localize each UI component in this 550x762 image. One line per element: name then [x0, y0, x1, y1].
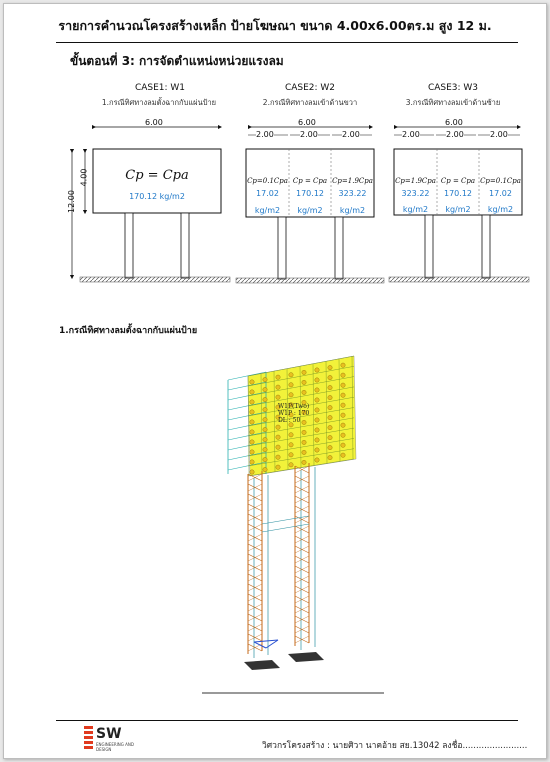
case2-formula-2: Cp = Cpa: [292, 177, 328, 185]
case3-subtitle: 3.กรณีทิศทางลมเข้าด้านซ้าย: [405, 98, 501, 107]
structural-model-render: [202, 355, 384, 694]
document-page: รายการคำนวณโครงสร้างเหล็ก ป้ายโฆษณา ขนาด…: [3, 3, 547, 759]
case2-seg2-dim: 2.00: [300, 130, 318, 139]
header-rule: [56, 42, 518, 43]
logo-text: SW: [96, 726, 122, 742]
step-title: ขั้นตอนที่ 3: การจัดตำแหน่งหน่วยแรงลม: [70, 54, 284, 68]
section-heading: 1.กรณีทิศทางลมตั้งฉากกับแผ่นป้าย: [59, 326, 198, 336]
case2-width-dim: 6.00: [298, 118, 316, 127]
model-label-1: W1P(Two): [278, 403, 310, 410]
case1-title: CASE1: W1: [134, 83, 186, 93]
case1-value: 170.12 kg/m2: [129, 192, 185, 201]
case3-width-dim: 6.00: [445, 118, 463, 127]
case3-value-3: 17.02: [489, 189, 512, 198]
case3-title: CASE3: W3: [427, 83, 479, 93]
case2-unit-2: kg/m2: [297, 206, 323, 215]
case3-formula-2: Cp = Cpa: [440, 177, 476, 185]
logo-subtitle: ENGINEERING AND DESIGN: [96, 742, 134, 752]
case2-formula-3: Cp=1.9Cpa: [332, 177, 373, 185]
case2-formula-1: Cp=0.1Cpa: [247, 177, 288, 185]
engineer-signature-line: วิศวกรโครงสร้าง : นายศิวา นาคอ้าย สย.130…: [262, 741, 528, 751]
page-title: รายการคำนวณโครงสร้างเหล็ก ป้ายโฆษณา ขนาด…: [58, 18, 492, 33]
case3-seg2-dim: 2.00: [446, 130, 464, 139]
model-load-labels: W1P(Two) W1P : 170 DL : 50: [278, 403, 309, 424]
case2-value-1: 17.02: [256, 189, 279, 198]
case3-seg1-dim: 2.00: [402, 130, 420, 139]
wind-case-sketches: [69, 124, 530, 284]
case1-formula: Cp = Cpa: [125, 168, 189, 183]
case2-unit-3: kg/m2: [339, 206, 366, 215]
model-label-2: W1P : 170: [278, 410, 310, 417]
case3-seg3-dim: 2.00: [490, 130, 508, 139]
case3-unit-3: kg/m2: [487, 205, 514, 214]
case2-value-3: 323.22: [338, 189, 367, 198]
case3-formula-3: Cp=0.1Cpa: [480, 177, 521, 185]
case3-value-2: 170.12: [444, 189, 472, 198]
case2-seg1-dim: 2.00: [256, 130, 274, 139]
company-logo: [84, 726, 93, 749]
case2-title: CASE2: W2: [284, 83, 336, 93]
model-label-3: DL : 50: [278, 417, 301, 424]
case3-formula-1: Cp=1.9Cpa: [395, 177, 436, 185]
case1-subtitle: 1.กรณีทิศทางลมตั้งฉากกับแผ่นป้าย: [101, 98, 217, 107]
case2-seg3-dim: 2.00: [342, 130, 360, 139]
case1-width-dim: 6.00: [145, 118, 163, 127]
case3-value-1: 323.22: [401, 189, 430, 198]
case2-unit-1: kg/m2: [254, 206, 281, 215]
case2-value-2: 170.12: [296, 189, 324, 198]
case3-unit-1: kg/m2: [402, 205, 429, 214]
case3-unit-2: kg/m2: [445, 205, 471, 214]
footer-rule: [56, 720, 518, 721]
case2-subtitle: 2.กรณีทิศทางลมเข้าด้านขวา: [262, 98, 358, 107]
